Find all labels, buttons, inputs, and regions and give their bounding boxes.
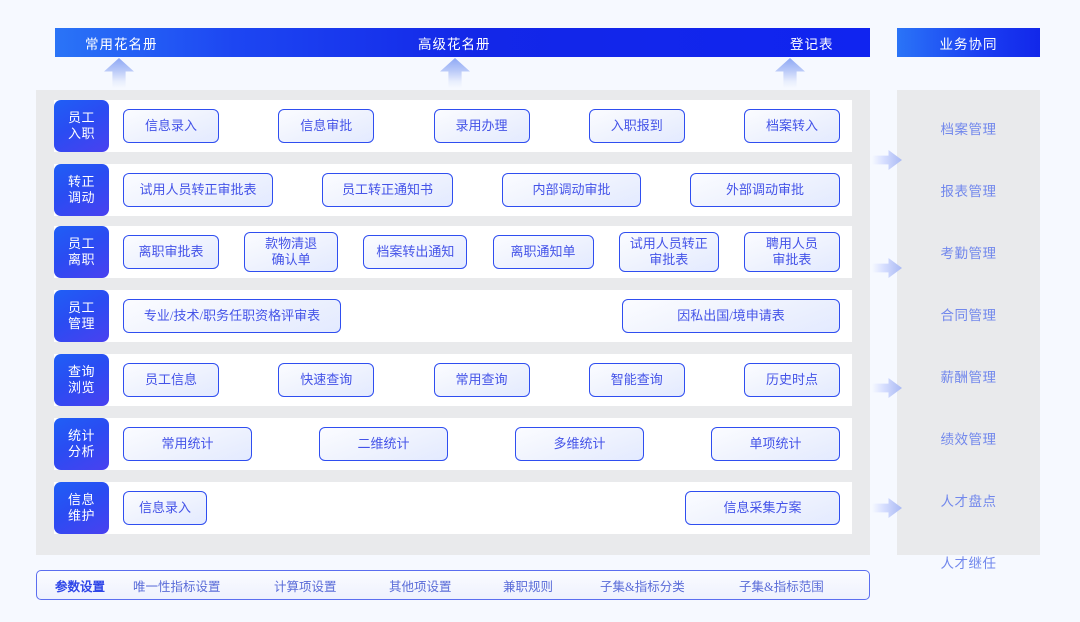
category-tag-line: 员工 [67, 235, 95, 251]
bottom-bar-item[interactable]: 子集&指标范围 [739, 579, 824, 594]
function-item-button[interactable]: 专业/技术/职务任职资格评审表 [123, 299, 341, 333]
function-item-button[interactable]: 二维统计 [319, 427, 448, 461]
function-row: 转正调动试用人员转正审批表员工转正通知书内部调动审批外部调动审批 [54, 164, 852, 216]
up-arrow-icon [775, 58, 805, 88]
side-module-item[interactable]: 人才盘点 [940, 494, 997, 509]
up-arrow-icon [104, 58, 134, 88]
function-item-button[interactable]: 员工转正通知书 [322, 173, 453, 207]
category-tag[interactable]: 员工管理 [54, 290, 109, 342]
function-row: 员工管理专业/技术/职务任职资格评审表因私出国/境申请表 [54, 290, 852, 342]
top-bar-main: 常用花名册 高级花名册 登记表 [55, 28, 870, 57]
top-bar-side-label: 业务协同 [939, 36, 998, 52]
bottom-bar-item[interactable]: 其他项设置 [389, 579, 452, 594]
category-tag-line: 入职 [67, 126, 95, 141]
function-item-button[interactable]: 离职通知单 [492, 235, 594, 269]
function-row: 信息维护信息录入信息采集方案 [54, 482, 852, 534]
up-arrow-icon [440, 58, 470, 88]
category-tag-line: 信息 [67, 491, 95, 507]
category-tag-line: 分析 [67, 444, 95, 459]
top-bar-label-common-roster[interactable]: 常用花名册 [85, 36, 158, 52]
function-item-list: 信息录入 信息采集方案 [109, 482, 852, 534]
function-item-button[interactable]: 外部调动审批 [690, 173, 840, 207]
function-item-button[interactable]: 档案转入 [744, 109, 840, 143]
top-bar-business-collaboration[interactable]: 业务协同 [897, 28, 1040, 57]
function-item-list: 专业/技术/职务任职资格评审表 因私出国/境申请表 [109, 290, 852, 342]
category-tag-line: 维护 [67, 508, 95, 523]
function-item-button[interactable]: 快速查询 [278, 363, 375, 397]
bottom-bar-item[interactable]: 参数设置 [55, 579, 106, 594]
side-panel: 档案管理报表管理考勤管理合同管理薪酬管理绩效管理人才盘点人才继任 [897, 90, 1040, 571]
function-item-button[interactable]: 离职审批表 [123, 235, 219, 269]
category-tag-line: 管理 [67, 316, 95, 331]
side-module-item[interactable]: 绩效管理 [940, 432, 997, 447]
bottom-bar-item[interactable]: 计算项设置 [274, 579, 337, 594]
function-item-button[interactable]: 信息录入 [123, 491, 207, 525]
function-item-button[interactable]: 款物清退 确认单 [244, 232, 339, 272]
function-item-button[interactable]: 常用查询 [433, 363, 530, 397]
category-tag-line: 员工 [67, 299, 95, 315]
function-row: 员工离职离职审批表款物清退 确认单档案转出通知离职通知单试用人员转正 审批表聘用… [54, 226, 852, 278]
function-item-list: 试用人员转正审批表 员工转正通知书 内部调动审批 外部调动审批 [109, 164, 852, 216]
function-item-button[interactable]: 因私出国/境申请表 [622, 299, 840, 333]
category-tag-line: 离职 [67, 252, 95, 267]
function-row: 员工入职信息录入信息审批录用办理入职报到档案转入 [54, 100, 852, 152]
function-item-button[interactable]: 单项统计 [711, 427, 840, 461]
category-tag[interactable]: 统计分析 [54, 418, 109, 470]
function-item-button[interactable]: 档案转出通知 [363, 235, 468, 269]
main-panel: 员工入职信息录入信息审批录用办理入职报到档案转入转正调动试用人员转正审批表员工转… [36, 90, 870, 555]
function-item-list: 离职审批表款物清退 确认单档案转出通知离职通知单试用人员转正 审批表聘用人员 审… [109, 226, 852, 278]
bottom-bar-item[interactable]: 子集&指标分类 [600, 579, 685, 594]
function-item-button[interactable]: 内部调动审批 [502, 173, 641, 207]
side-module-item[interactable]: 合同管理 [940, 308, 997, 323]
bottom-bar-item[interactable]: 唯一性指标设置 [133, 579, 221, 594]
function-item-button[interactable]: 常用统计 [123, 427, 252, 461]
function-item-button[interactable]: 信息审批 [278, 109, 375, 143]
side-module-item[interactable]: 档案管理 [940, 122, 997, 137]
function-item-button[interactable]: 入职报到 [588, 109, 685, 143]
category-tag[interactable]: 转正调动 [54, 164, 109, 216]
category-tag[interactable]: 信息维护 [54, 482, 109, 534]
function-item-list: 员工信息 快速查询 常用查询 智能查询 历史时点 [109, 354, 852, 406]
top-bar-label-advanced-roster[interactable]: 高级花名册 [418, 36, 491, 52]
category-tag-line: 转正 [67, 173, 95, 189]
function-item-button[interactable]: 聘用人员 审批表 [743, 232, 840, 272]
side-module-item[interactable]: 考勤管理 [940, 246, 997, 261]
bottom-settings-bar: 参数设置 唯一性指标设置 计算项设置 其他项设置 兼职规则 子集&指标分类 子集&指标范围 [36, 570, 870, 600]
function-row: 统计分析常用统计二维统计多维统计单项统计 [54, 418, 852, 470]
category-tag[interactable]: 查询浏览 [54, 354, 109, 406]
category-tag-line: 查询 [67, 363, 95, 379]
side-module-item[interactable]: 报表管理 [940, 184, 997, 199]
category-tag-line: 统计 [67, 427, 95, 443]
category-tag-line: 员工 [67, 109, 95, 125]
function-item-button[interactable]: 信息录入 [123, 109, 219, 143]
function-item-button[interactable]: 智能查询 [588, 363, 685, 397]
function-item-button[interactable]: 试用人员转正审批表 [123, 173, 273, 207]
bottom-bar-item[interactable]: 兼职规则 [503, 579, 554, 594]
function-row: 查询浏览员工信息快速查询常用查询智能查询历史时点 [54, 354, 852, 406]
side-module-item[interactable]: 薪酬管理 [940, 370, 997, 385]
function-item-button[interactable]: 多维统计 [515, 427, 644, 461]
function-item-list: 信息录入 信息审批 录用办理 入职报到 档案转入 [109, 100, 852, 152]
function-item-list: 常用统计 二维统计 多维统计 单项统计 [109, 418, 852, 470]
function-item-button[interactable]: 信息采集方案 [685, 491, 840, 525]
category-tag-line: 浏览 [67, 380, 95, 395]
category-tag[interactable]: 员工入职 [54, 100, 109, 152]
top-bar-label-registration-form[interactable]: 登记表 [790, 36, 834, 52]
function-item-button[interactable]: 试用人员转正 审批表 [618, 232, 719, 272]
category-tag[interactable]: 员工离职 [54, 226, 109, 278]
function-item-button[interactable]: 员工信息 [123, 363, 219, 397]
category-tag-line: 调动 [67, 190, 95, 205]
side-module-item[interactable]: 人才继任 [940, 556, 997, 571]
function-item-button[interactable]: 录用办理 [433, 109, 530, 143]
function-item-button[interactable]: 历史时点 [744, 363, 840, 397]
